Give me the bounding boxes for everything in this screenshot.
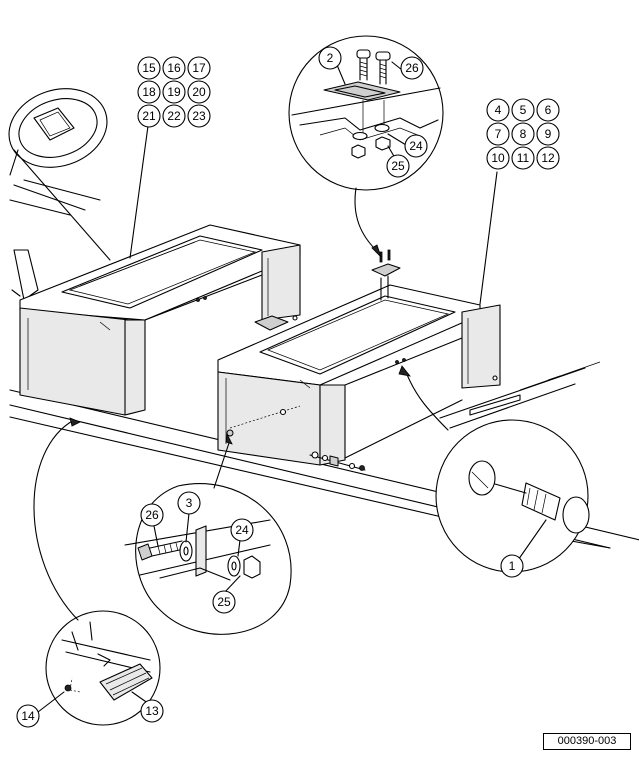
svg-text:11: 11 [517, 151, 530, 165]
callout-24-bracket: 24 [230, 518, 254, 542]
callout-15: 15 [137, 56, 161, 80]
svg-text:10: 10 [491, 151, 505, 165]
svg-text:15: 15 [142, 61, 156, 75]
svg-text:9: 9 [545, 127, 552, 141]
callout-7: 7 [486, 122, 510, 146]
screw-detail-view [398, 365, 590, 573]
svg-text:1: 1 [509, 559, 516, 573]
callout-22: 22 [162, 104, 186, 128]
callout-21: 21 [137, 104, 161, 128]
svg-text:17: 17 [192, 61, 206, 75]
callout-20: 20 [187, 80, 211, 104]
right-seat-frame [217, 249, 501, 471]
svg-text:22: 22 [167, 109, 181, 123]
callout-10: 10 [486, 146, 510, 170]
svg-text:5: 5 [520, 103, 527, 117]
trim-detail-view [33, 417, 161, 726]
svg-text:23: 23 [192, 109, 206, 123]
callout-19: 19 [162, 80, 186, 104]
svg-text:24: 24 [409, 139, 423, 153]
svg-text:26: 26 [145, 508, 159, 522]
callout-1: 1 [500, 554, 524, 578]
svg-text:8: 8 [520, 127, 527, 141]
callout-25-top: 25 [386, 154, 410, 178]
svg-text:20: 20 [192, 85, 206, 99]
svg-text:3: 3 [186, 496, 193, 510]
svg-text:19: 19 [167, 85, 181, 99]
callout-25-bracket: 25 [212, 590, 236, 614]
svg-text:26: 26 [405, 61, 419, 75]
svg-text:24: 24 [235, 523, 249, 537]
figure-id-label: 000390-003 [543, 733, 631, 750]
callout-24-top: 24 [404, 134, 428, 158]
steering-wheel [8, 88, 111, 301]
callout-13: 13 [140, 699, 164, 723]
callout-8: 8 [511, 122, 535, 146]
svg-text:25: 25 [217, 595, 231, 609]
callout-26-top: 26 [400, 56, 424, 80]
callout-12: 12 [536, 146, 560, 170]
svg-text:25: 25 [391, 159, 405, 173]
callout-leaders [37, 61, 547, 713]
callout-3: 3 [177, 491, 201, 515]
callout-6: 6 [536, 98, 560, 122]
callout-16: 16 [162, 56, 186, 80]
svg-text:2: 2 [327, 51, 334, 65]
svg-text:18: 18 [142, 85, 156, 99]
svg-text:12: 12 [541, 151, 555, 165]
callout-26-bracket: 26 [140, 503, 164, 527]
svg-text:4: 4 [495, 103, 502, 117]
callout-9: 9 [536, 122, 560, 146]
callout-14: 14 [16, 704, 40, 728]
svg-text:14: 14 [21, 709, 35, 723]
svg-text:6: 6 [545, 103, 552, 117]
svg-text:13: 13 [145, 704, 159, 718]
callout-23: 23 [187, 104, 211, 128]
callout-5: 5 [511, 98, 535, 122]
callout-2: 2 [318, 46, 342, 70]
callout-17: 17 [187, 56, 211, 80]
callout-numbers: 2 26 24 25 15 16 17 18 19 20 21 22 23 4 … [16, 46, 560, 728]
svg-text:16: 16 [167, 61, 181, 75]
bracket-detail-view [124, 432, 292, 635]
svg-text:21: 21 [142, 109, 156, 123]
callout-11: 11 [511, 146, 535, 170]
svg-text:7: 7 [495, 127, 502, 141]
left-seat-frame [19, 224, 301, 416]
callout-18: 18 [137, 80, 161, 104]
callout-4: 4 [486, 98, 510, 122]
